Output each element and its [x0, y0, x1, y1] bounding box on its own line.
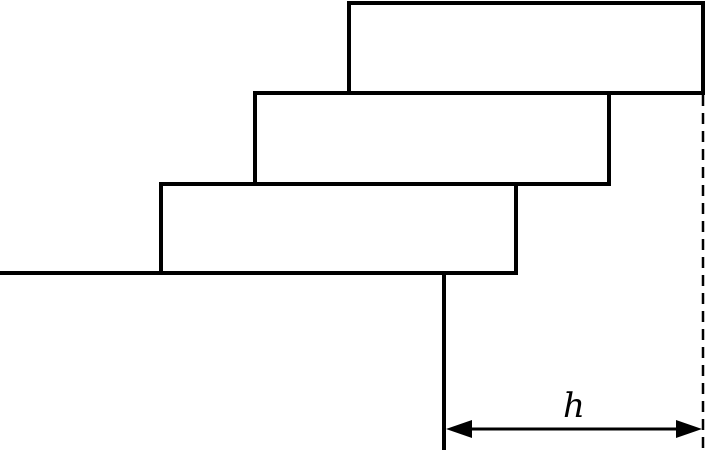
- bottom-block: [159, 182, 518, 275]
- middle-block: [253, 91, 611, 186]
- overhang-arrowhead-right: [676, 420, 702, 438]
- overhang-arrowhead-left: [446, 420, 472, 438]
- overhang-label: h: [563, 386, 585, 426]
- top-block: [347, 1, 705, 95]
